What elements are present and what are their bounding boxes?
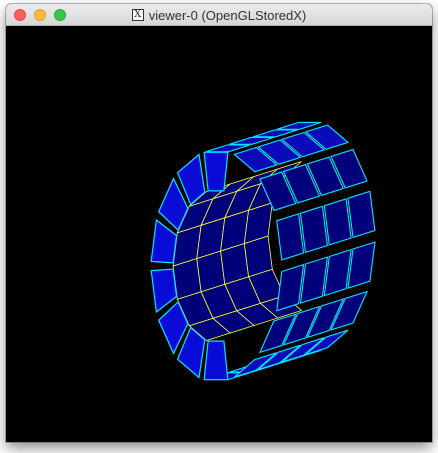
window-title-text: viewer-0 (OpenGLStoredX)	[148, 7, 307, 23]
outer-box-face	[257, 139, 302, 165]
outer-box-face	[330, 148, 368, 189]
opengl-viewport[interactable]	[6, 26, 432, 442]
end-cap-box-face	[176, 153, 206, 206]
close-button[interactable]	[14, 9, 26, 21]
outer-box-face	[234, 352, 278, 378]
outer-box-face	[259, 171, 297, 212]
outer-box-face	[299, 256, 329, 304]
window-title: X viewer-0 (OpenGLStoredX)	[6, 4, 432, 26]
outer-box-face	[304, 124, 350, 150]
outer-box-face	[229, 136, 274, 145]
outer-box-face	[306, 298, 345, 339]
app-window: X viewer-0 (OpenGLStoredX)	[6, 4, 432, 442]
outer-box-face	[330, 290, 369, 331]
outer-box-face	[276, 263, 305, 312]
minimize-button[interactable]	[34, 9, 46, 21]
end-cap-box-face	[176, 326, 206, 379]
outer-box-face	[281, 337, 325, 363]
outer-box-face	[276, 121, 322, 130]
end-cap-box-face	[203, 340, 229, 381]
outer-box-face	[299, 205, 329, 254]
x11-icon: X	[131, 9, 144, 21]
end-cap-box-face	[150, 268, 178, 314]
outer-box-face	[347, 190, 376, 239]
outer-box-face	[257, 344, 301, 371]
outer-box-face	[280, 131, 326, 158]
outer-box-face	[347, 241, 376, 289]
outer-box-face	[258, 313, 297, 354]
zoom-button[interactable]	[54, 9, 66, 21]
outer-box-face	[282, 305, 321, 346]
outer-box-face	[253, 129, 298, 138]
outer-box-face	[305, 329, 349, 356]
detector-ring	[150, 121, 376, 381]
outer-box-face	[205, 144, 251, 153]
outer-box-face	[233, 146, 278, 173]
end-cap-box-face	[203, 151, 229, 192]
end-cap-box-face	[157, 177, 189, 232]
outer-box-face	[323, 248, 352, 297]
outer-box-face	[282, 163, 321, 204]
outer-box-face	[276, 213, 305, 261]
outer-box-face	[306, 156, 345, 197]
end-cap-box-face	[157, 300, 189, 355]
scene-canvas[interactable]	[6, 26, 432, 442]
title-bar[interactable]: X viewer-0 (OpenGLStoredX)	[6, 4, 432, 26]
outer-box-face	[323, 198, 352, 246]
end-cap-box-face	[150, 218, 178, 264]
